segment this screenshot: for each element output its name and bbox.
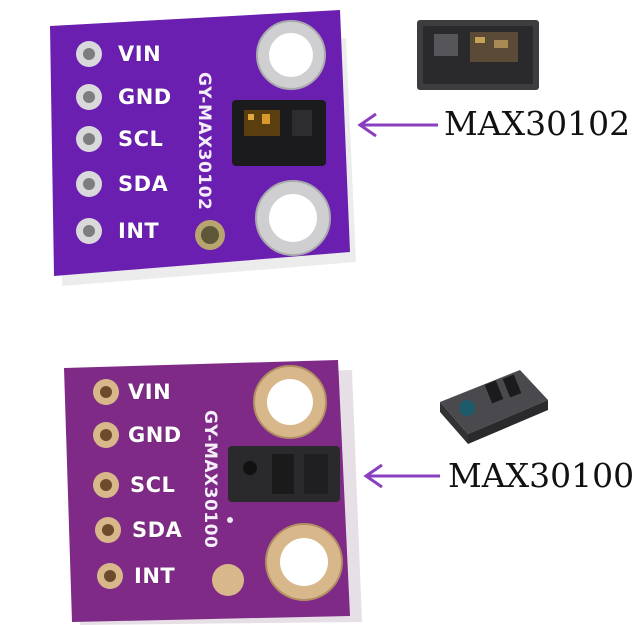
module-max30102: VIN GND SCL SDA INT GY-MAX30102 MAX30102 (0, 0, 640, 300)
pin-label-sda: SDA (118, 172, 169, 196)
part-label-max30100: MAX30100 (448, 456, 635, 495)
board-silkscreen-title: GY-MAX30100 (200, 410, 220, 549)
pin-pads (76, 41, 102, 244)
pin-label-vin: VIN (128, 380, 172, 404)
pin-label-int: INT (134, 564, 176, 588)
max30102-chip-photo (417, 20, 539, 90)
pin-label-int: INT (118, 219, 160, 243)
pin-label-scl: SCL (118, 127, 164, 151)
max30100-chip-photo (440, 370, 548, 444)
part-label-max30102: MAX30102 (444, 104, 631, 143)
pin-label-sda: SDA (132, 518, 183, 542)
board-silkscreen-title: GY-MAX30102 (194, 72, 214, 211)
pin-label-vin: VIN (118, 42, 162, 66)
onboard-sensor-chip (232, 100, 326, 166)
mounting-holes (255, 20, 331, 256)
onboard-sensor-chip (227, 446, 340, 523)
arrow-max30102 (357, 112, 438, 138)
module-max30100: VIN GND SCL SDA INT GY-MAX30100 MAX30100 (0, 330, 640, 625)
arrow-max30100 (363, 463, 440, 489)
pin-label-gnd: GND (118, 85, 172, 109)
mounting-holes (253, 365, 343, 601)
pin-label-gnd: GND (128, 423, 182, 447)
max30102-board-photo (50, 10, 539, 286)
pin-label-scl: SCL (130, 473, 176, 497)
max30100-board-photo (64, 360, 548, 625)
ground-pad (212, 564, 244, 596)
pin-pads (93, 379, 123, 589)
